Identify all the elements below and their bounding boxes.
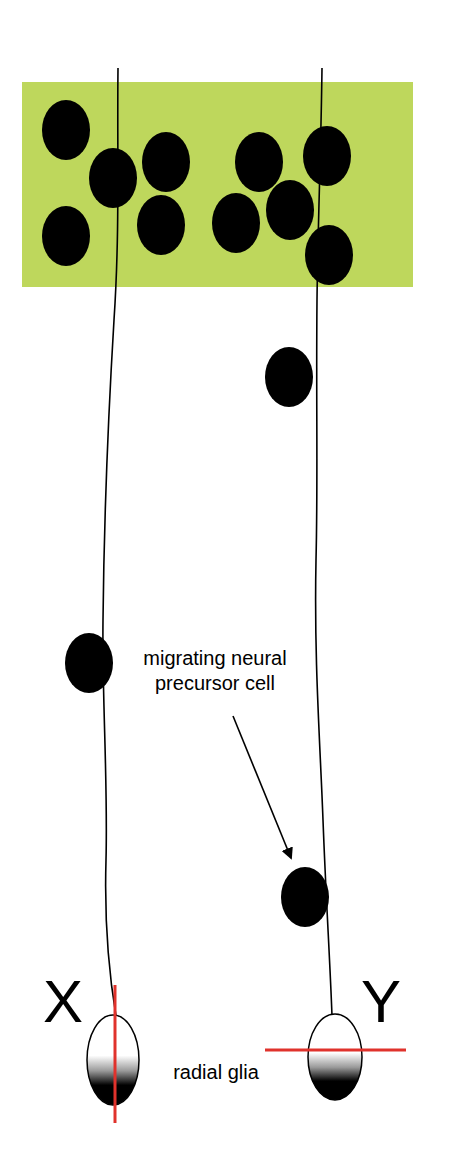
radial-glia-fiber [103,68,118,1016]
leader-arrow [233,716,291,858]
neural-cells [42,100,353,927]
glia-label: radial glia [173,1060,259,1085]
glia-letter: X [43,972,83,1032]
radial-glia-cell [87,1015,139,1105]
radial-glia-cell [308,1014,362,1100]
cleavage-plane [114,985,117,1123]
cleavage-plane [265,1049,406,1052]
glia-letter: Y [361,972,401,1032]
cortical-layer-band [22,82,413,287]
cell-label: migrating neural precursor cell [120,646,310,696]
